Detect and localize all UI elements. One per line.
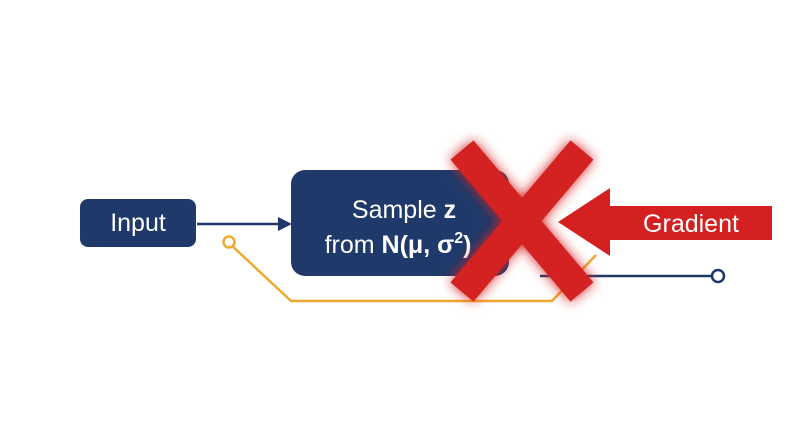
sample-distribution: N(μ, σ: [382, 231, 455, 259]
sample-line-1: Sample z: [352, 196, 456, 224]
input-label: Input: [110, 209, 166, 237]
output-end-node: [710, 268, 726, 284]
sample-line-2: from N(μ, σ2): [325, 230, 472, 259]
gradient-arrow-icon: [558, 188, 772, 256]
input-node: [80, 199, 196, 247]
sample-close-paren: ): [463, 231, 471, 259]
sample-exponent: 2: [454, 230, 463, 247]
sample-prefix: Sample: [352, 196, 444, 224]
sample-node: [291, 170, 509, 276]
input-to-sample-arrowhead: [278, 217, 292, 231]
blocked-x-icon: [450, 140, 594, 302]
sample-from: from: [325, 231, 382, 259]
bypass-start-node: [222, 235, 236, 249]
gradient-label: Gradient: [643, 210, 739, 238]
sample-variable: z: [444, 196, 457, 224]
